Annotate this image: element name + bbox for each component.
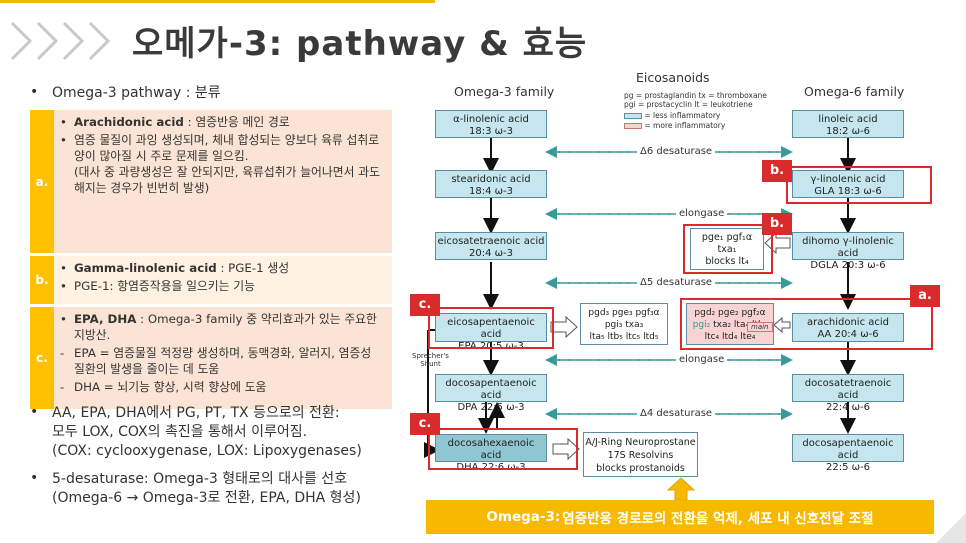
elongase-label-1: elongase [676, 208, 728, 219]
sprecher-shunt-label: Sprecher's Shunt [412, 352, 449, 368]
highlight-frame-gla [786, 166, 932, 204]
row-item: •염증 물질이 과잉 생성되며, 체내 합성되는 양보다 육류 섭취로 양이 많… [60, 133, 380, 195]
delta4-desaturase-label: Δ4 desaturase [637, 408, 716, 419]
classification-table: a. •Arachidonic acid : 염증반응 메인 경로 •염증 물질이 … [30, 110, 392, 412]
delta6-desaturase-label: Δ6 desaturase [637, 146, 716, 157]
row-label: b. [30, 256, 54, 304]
tag-c-dha: c. [410, 413, 440, 435]
omega6-family-header: Omega-6 family [804, 84, 905, 99]
page-title: 오메가-3: pathway & 효능 [132, 24, 588, 64]
elongase-label-2: elongase [676, 354, 728, 365]
tag-b-gla: b. [762, 160, 792, 182]
legend-abbr-1: pg = prostaglandin tx = thromboxane [624, 91, 767, 100]
row-label: a. [30, 110, 54, 253]
classification-row-a: a. •Arachidonic acid : 염증반응 메인 경로 •염증 물질이 … [30, 110, 392, 253]
tag-c-epa: c. [410, 294, 440, 316]
row-label: c. [30, 307, 54, 409]
legend-more: = more inflammatory [624, 121, 725, 130]
highlight-frame-dha [428, 428, 578, 470]
legend-less: = less inflammatory [624, 111, 720, 120]
classification-row-c: c.•EPA, DHA : Omega-3 family 중 약리효과가 있는 … [30, 307, 392, 409]
classification-row-b: b. •Gamma-linolenic acid : PGE-1 생성 •PGE-1… [30, 256, 392, 304]
highlight-frame-pge1 [683, 224, 773, 274]
row-item: •EPA, DHA : Omega-3 family 중 약리효과가 있는 주요… [60, 312, 377, 342]
legend-abbr-2: pgi = prostacyclin lt = leukotriene [624, 100, 753, 109]
tag-b-pge1: b. [762, 213, 792, 235]
row-content: •Gamma-linolenic acid : PGE-1 생성 •PGE-1: … [54, 256, 392, 304]
row-item: •Arachidonic acid : 염증반응 메인 경로 [60, 115, 290, 129]
highlight-frame-aa [680, 298, 933, 350]
conclusion-banner: Omega-3: 염증반응 경로로의 전환을 억제, 세포 내 신호전달 조절 [426, 500, 934, 534]
row-item: -EPA = 염증물질 적정량 생성하며, 동맥경화, 알러지, 염증성 질환의… [60, 346, 372, 376]
top-accent-bar [0, 0, 435, 3]
eicosanoids-header: Eicosanoids [636, 70, 710, 85]
row-item: -DHA = 뇌기능 향상, 시력 향상에 도움 [60, 380, 267, 394]
delta5-desaturase-label: Δ5 desaturase [637, 277, 716, 288]
row-content: •EPA, DHA : Omega-3 family 중 약리효과가 있는 주요… [54, 307, 392, 409]
tag-a-aa: a. [910, 285, 940, 307]
corner-decoration [936, 513, 966, 543]
highlight-frame-epa [428, 307, 554, 349]
row-item: •PGE-1: 항염증작용을 일으키는 기능 [60, 279, 255, 293]
row-item: •Gamma-linolenic acid : PGE-1 생성 [60, 261, 290, 275]
omega3-family-header: Omega-3 family [454, 84, 555, 99]
row-content: •Arachidonic acid : 염증반응 메인 경로 •염증 물질이 과잉… [54, 110, 392, 253]
aa-eicosanoid-box: pgd₂ pge₂ pgf₂α pgi₂ txa₂ lta₄ ltb₄ ltc₄… [686, 303, 774, 345]
main-pathway-tag: main [747, 322, 773, 332]
chevron-decoration-icon [10, 21, 122, 61]
